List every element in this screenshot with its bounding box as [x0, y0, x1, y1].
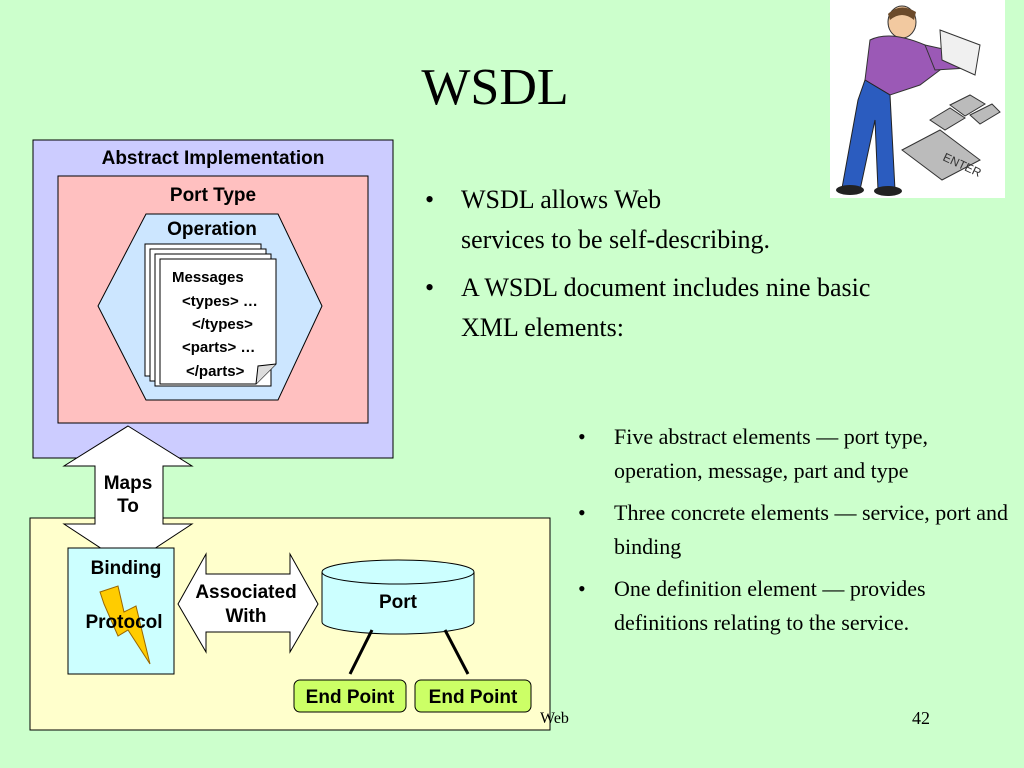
maps-to-line-1: Maps — [104, 473, 153, 494]
bullet-2: A WSDL document includes nine basic XML … — [425, 268, 925, 348]
end-point-1 — [293, 679, 407, 713]
associated-with-arrow — [177, 552, 319, 654]
protocol-label: Protocol — [85, 612, 162, 633]
slide-title: WSDL — [421, 59, 569, 116]
maps-to-line-2: To — [117, 496, 139, 517]
messages-line-1: <types> … — [182, 293, 258, 310]
sub-bullet-2: Three concrete elements — service, port … — [578, 496, 1008, 564]
sub-bullets: Five abstract elements ― port type, oper… — [578, 420, 1008, 648]
messages-line-0: Messages — [172, 269, 244, 286]
main-bullets: WSDL allows Web services to be self-desc… — [425, 180, 925, 348]
sub-bullet-3: One definition element — provides defini… — [578, 572, 1008, 640]
port-cylinder — [321, 572, 475, 635]
binding-label: Binding — [91, 558, 162, 579]
messages-line-4: </parts> — [186, 363, 245, 380]
bullet-1-line-2: services to be self-describing. — [461, 225, 771, 254]
end-point-2 — [414, 679, 532, 713]
associated-with-line-2: With — [226, 606, 267, 627]
footer-text: Web — [540, 710, 569, 727]
sub-bullet-1: Five abstract elements ― port type, oper… — [578, 420, 1008, 488]
bullet-1: WSDL allows Web services to be self-desc… — [425, 180, 925, 260]
end-point-1-label: End Point — [306, 687, 395, 708]
abstract-implementation-label: Abstract Implementation — [102, 148, 325, 169]
slide-number: 42 — [912, 708, 930, 728]
port-label: Port — [379, 592, 418, 613]
port-type-label: Port Type — [170, 185, 256, 206]
bullet-1-line-1: WSDL allows Web — [461, 185, 662, 214]
lightning-icon — [99, 585, 151, 665]
associated-with-line-1: Associated — [195, 582, 296, 603]
messages-line-3: <parts> … — [182, 339, 255, 356]
messages-line-2: </types> — [192, 316, 253, 333]
operation-label: Operation — [167, 219, 257, 240]
end-point-2-label: End Point — [429, 687, 518, 708]
